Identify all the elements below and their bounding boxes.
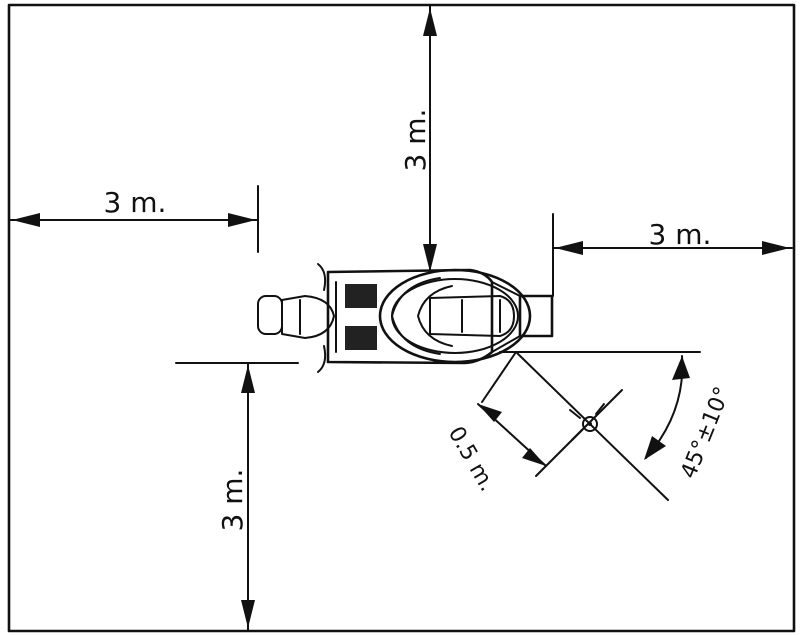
frame: [7, 3, 796, 633]
angle-indicator: 45°±10°: [644, 355, 736, 482]
bottom-dimension-label: 3 m.: [216, 469, 249, 532]
top-dimension: 3 m.: [399, 5, 437, 273]
right-dimension: 3 m.: [552, 213, 793, 297]
measurement-geometry: [477, 351, 669, 501]
left-dimension: 3 m.: [9, 185, 259, 253]
motorcycle-top-view: [257, 263, 554, 373]
right-dimension-label: 3 m.: [649, 218, 712, 251]
bottom-dimension: 3 m.: [175, 362, 299, 631]
microphone-icon: [569, 403, 605, 441]
offset-label: 0.5 m.: [443, 423, 500, 496]
top-dimension-label: 3 m.: [399, 109, 432, 172]
left-dimension-label: 3 m.: [104, 186, 167, 219]
angle-label: 45°±10°: [676, 383, 735, 482]
